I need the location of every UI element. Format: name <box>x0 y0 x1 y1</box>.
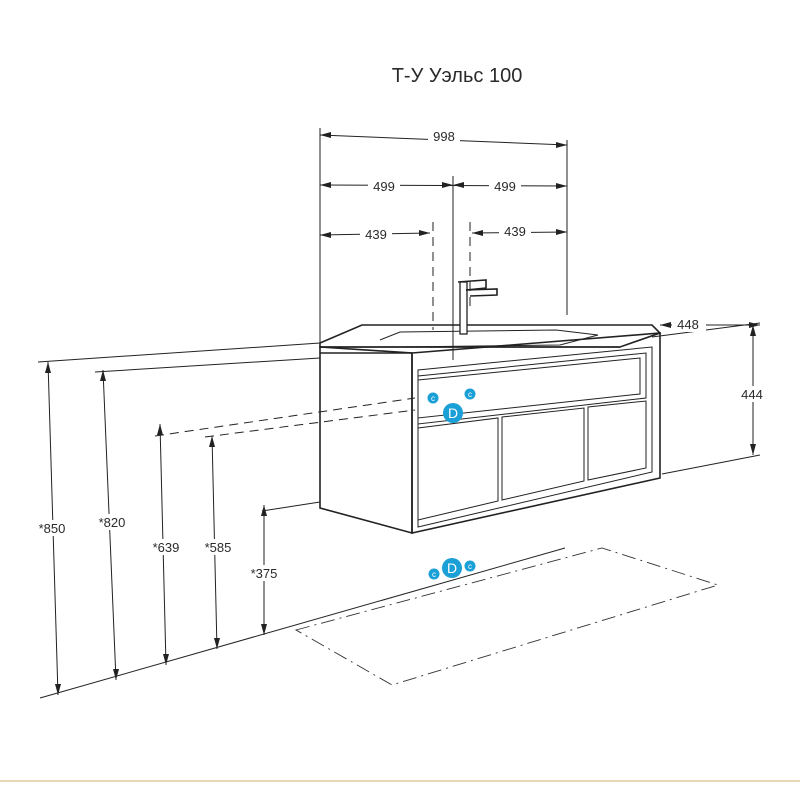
svg-text:c: c <box>432 570 436 579</box>
dim-half-left: 499 <box>373 179 395 194</box>
connector-cold-upper-left: c <box>428 393 439 404</box>
connector-cold-floor-right: c <box>465 561 476 572</box>
connector-cold-upper-right: c <box>465 389 476 400</box>
connector-drain-floor: D <box>442 558 462 578</box>
svg-text:c: c <box>468 562 472 571</box>
svg-text:D: D <box>448 405 458 421</box>
dim-height: 444 <box>741 387 763 402</box>
left-dimension-lines <box>45 362 267 695</box>
floor-footprint <box>296 548 718 685</box>
drawing-title: Т-У Уэльс 100 <box>392 65 523 87</box>
dim-height-375: *375 <box>251 566 278 581</box>
dim-depth: 448 <box>677 317 699 332</box>
dim-pipe-right: 439 <box>504 224 526 239</box>
dim-total-width: 998 <box>433 129 455 144</box>
connector-cold-floor-left: c <box>429 569 440 580</box>
dim-height-585: *585 <box>205 540 232 555</box>
connector-drain-upper: D <box>443 403 463 423</box>
dim-half-right: 499 <box>494 179 516 194</box>
vanity-cabinet <box>320 280 660 533</box>
dim-height-639: *639 <box>153 540 180 555</box>
svg-text:D: D <box>447 560 457 576</box>
dim-height-820: *820 <box>99 515 126 530</box>
svg-text:c: c <box>468 390 472 399</box>
dim-height-850: *850 <box>39 521 66 536</box>
dim-pipe-left: 439 <box>365 227 387 242</box>
svg-text:c: c <box>431 394 435 403</box>
